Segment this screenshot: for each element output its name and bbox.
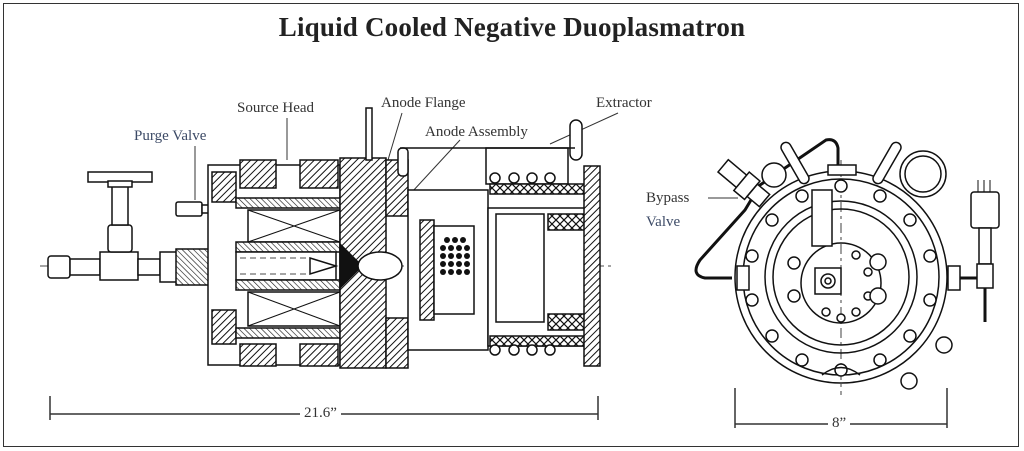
label-bypass-valve-line2: Valve — [646, 214, 681, 230]
side-connector — [970, 191, 1000, 229]
extractor-pipe — [569, 119, 583, 161]
tee-body — [99, 251, 139, 281]
label-anode-flange: Anode Flange — [381, 95, 466, 111]
ring-top-left — [761, 162, 787, 188]
dimension-label-side-length: 21.6” — [300, 405, 341, 422]
purge-valve-fitting — [175, 201, 203, 217]
feedthroughs-bottom — [489, 344, 556, 356]
valve-stem — [111, 184, 129, 226]
valve-bonnet-nut — [107, 224, 133, 253]
leader-anode-flange — [387, 112, 403, 161]
label-extractor: Extractor — [596, 95, 652, 111]
top-block — [827, 164, 857, 176]
diagram-title: Liquid Cooled Negative Duoplasmatron — [278, 12, 746, 42]
center-fitting-stem — [811, 189, 833, 247]
inlet-nut — [47, 255, 71, 279]
side-section-view — [40, 107, 615, 369]
bolt-holes — [745, 179, 937, 377]
leader-extractor — [549, 112, 619, 145]
label-anode-assembly: Anode Assembly — [425, 124, 528, 140]
dimension-label-end-diameter: 8” — [828, 415, 851, 432]
anode-pellets — [440, 237, 470, 275]
anode-flange-pipe — [365, 107, 373, 161]
extractor-electrode — [495, 213, 545, 323]
label-purge-valve: Purge Valve — [134, 128, 207, 144]
label-source-head: Source Head — [237, 100, 315, 116]
end-view — [694, 138, 1000, 395]
bypass-valve — [716, 158, 771, 208]
ring-top-right — [899, 150, 947, 198]
feedthroughs-top — [489, 172, 556, 184]
inner-bolt-holes — [821, 250, 873, 323]
leader-lines — [194, 112, 738, 206]
diagram-frame — [3, 3, 1019, 447]
label-bypass-valve-line1: Bypass — [646, 190, 690, 206]
